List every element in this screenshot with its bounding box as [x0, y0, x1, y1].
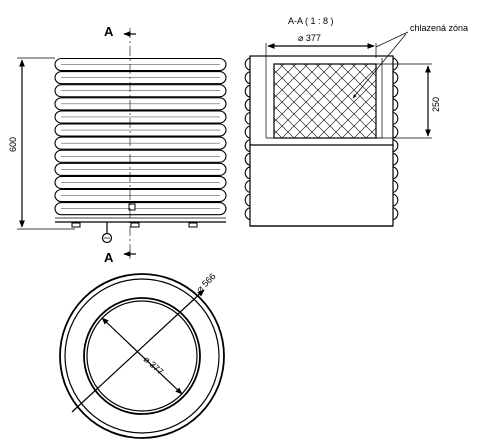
section-marker-top: A [104, 24, 114, 39]
outer-ring [59, 273, 225, 439]
dim-inner-dia-label: ⌀ 377 [298, 33, 321, 43]
foot [130, 222, 140, 228]
bump-profile [244, 57, 251, 221]
outer-ring-inner-edge [64, 278, 220, 434]
section-marker-bottom: A [104, 250, 114, 265]
section-left-ribs [244, 57, 251, 221]
inner-ring [83, 297, 201, 415]
drain-valve [101, 222, 113, 244]
front-view-ribs [54, 57, 227, 216]
dim-height-label: 600 [8, 137, 18, 152]
foot [188, 222, 198, 228]
cooled-zone [273, 63, 377, 139]
dim-inner-dia-plan-label: ⌀ 377 [142, 354, 166, 377]
dim-outer-dia-plan-label: ⌀ 566 [194, 271, 217, 294]
section-view: A-A ( 1 : 8 ) ⌀ 377 chlazená zóna 250 [244, 16, 468, 227]
foot [71, 222, 81, 228]
section-title: A-A ( 1 : 8 ) [288, 16, 334, 26]
front-view: A A 600 [8, 24, 227, 265]
inner-ring-edge [86, 300, 198, 412]
top-view: ⌀ 566 ⌀ 377 [59, 271, 225, 439]
screw-marker [128, 203, 136, 211]
dim-zone-height-label: 250 [431, 97, 441, 112]
section-right-ribs [392, 57, 399, 221]
bump-profile [392, 57, 399, 221]
cooled-zone-label: chlazená zóna [410, 23, 468, 33]
